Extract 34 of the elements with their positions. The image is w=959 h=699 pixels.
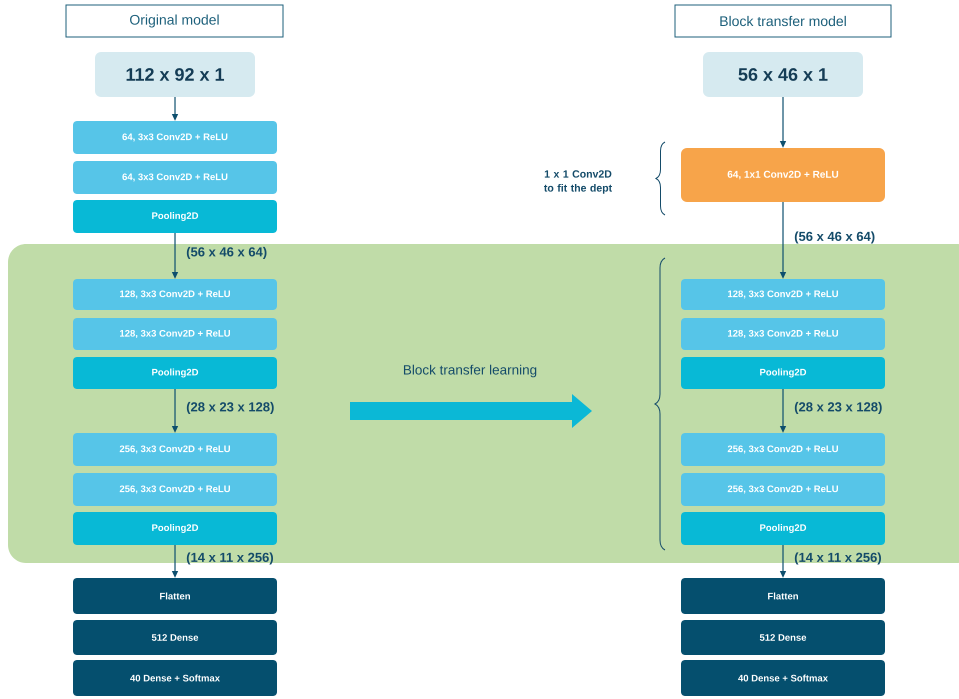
layer-box: 256, 3x3 Conv2D + ReLU [73, 433, 277, 466]
layer-box: 256, 3x3 Conv2D + ReLU [681, 473, 885, 506]
layer-box: 256, 3x3 Conv2D + ReLU [73, 473, 277, 506]
layer-box: Pooling2D [681, 357, 885, 389]
layer-box: 40 Dense + Softmax [73, 660, 277, 696]
layer-box: 64, 3x3 Conv2D + ReLU [73, 121, 277, 154]
layer-box: Flatten [73, 578, 277, 614]
layer-box: 40 Dense + Softmax [681, 660, 885, 696]
layer-box: 512 Dense [73, 620, 277, 655]
layer-box: Flatten [681, 578, 885, 614]
layer-box: 256, 3x3 Conv2D + ReLU [681, 433, 885, 466]
edge-label: (56 x 46 x 64) [794, 231, 874, 244]
layer-box: 128, 3x3 Conv2D + ReLU [73, 279, 277, 310]
layer-box: 128, 3x3 Conv2D + ReLU [73, 318, 277, 350]
layer-box: 128, 3x3 Conv2D + ReLU [681, 318, 885, 350]
title-box: Original model [66, 4, 284, 38]
edge-label: (56 x 46 x 64) [186, 246, 266, 260]
title-box: Block transfer model [674, 4, 892, 38]
edge-label: (14 x 11 x 256) [186, 552, 273, 565]
layer-box: 512 Dense [681, 620, 885, 655]
layer-box: 128, 3x3 Conv2D + ReLU [681, 279, 885, 310]
arrow-label: Block transfer learning [404, 364, 536, 378]
annotation-text: 1 x 1 Conv2D to fit the dept [544, 170, 612, 194]
edge-label: (14 x 11 x 256) [794, 552, 881, 565]
layer-box: Pooling2D [681, 512, 885, 545]
layer-box: 64, 3x3 Conv2D + ReLU [73, 161, 277, 194]
edge-label: (28 x 23 x 128) [794, 402, 882, 414]
layer-box: Pooling2D [73, 512, 277, 545]
layer-box: Pooling2D [73, 357, 277, 389]
layer-box: 64, 1x1 Conv2D + ReLU [681, 148, 885, 202]
layer-box: Pooling2D [73, 200, 277, 233]
input-box: 112 x 92 x 1 [95, 52, 255, 97]
input-box: 56 x 46 x 1 [703, 52, 863, 97]
edge-label: (28 x 23 x 128) [186, 402, 274, 414]
